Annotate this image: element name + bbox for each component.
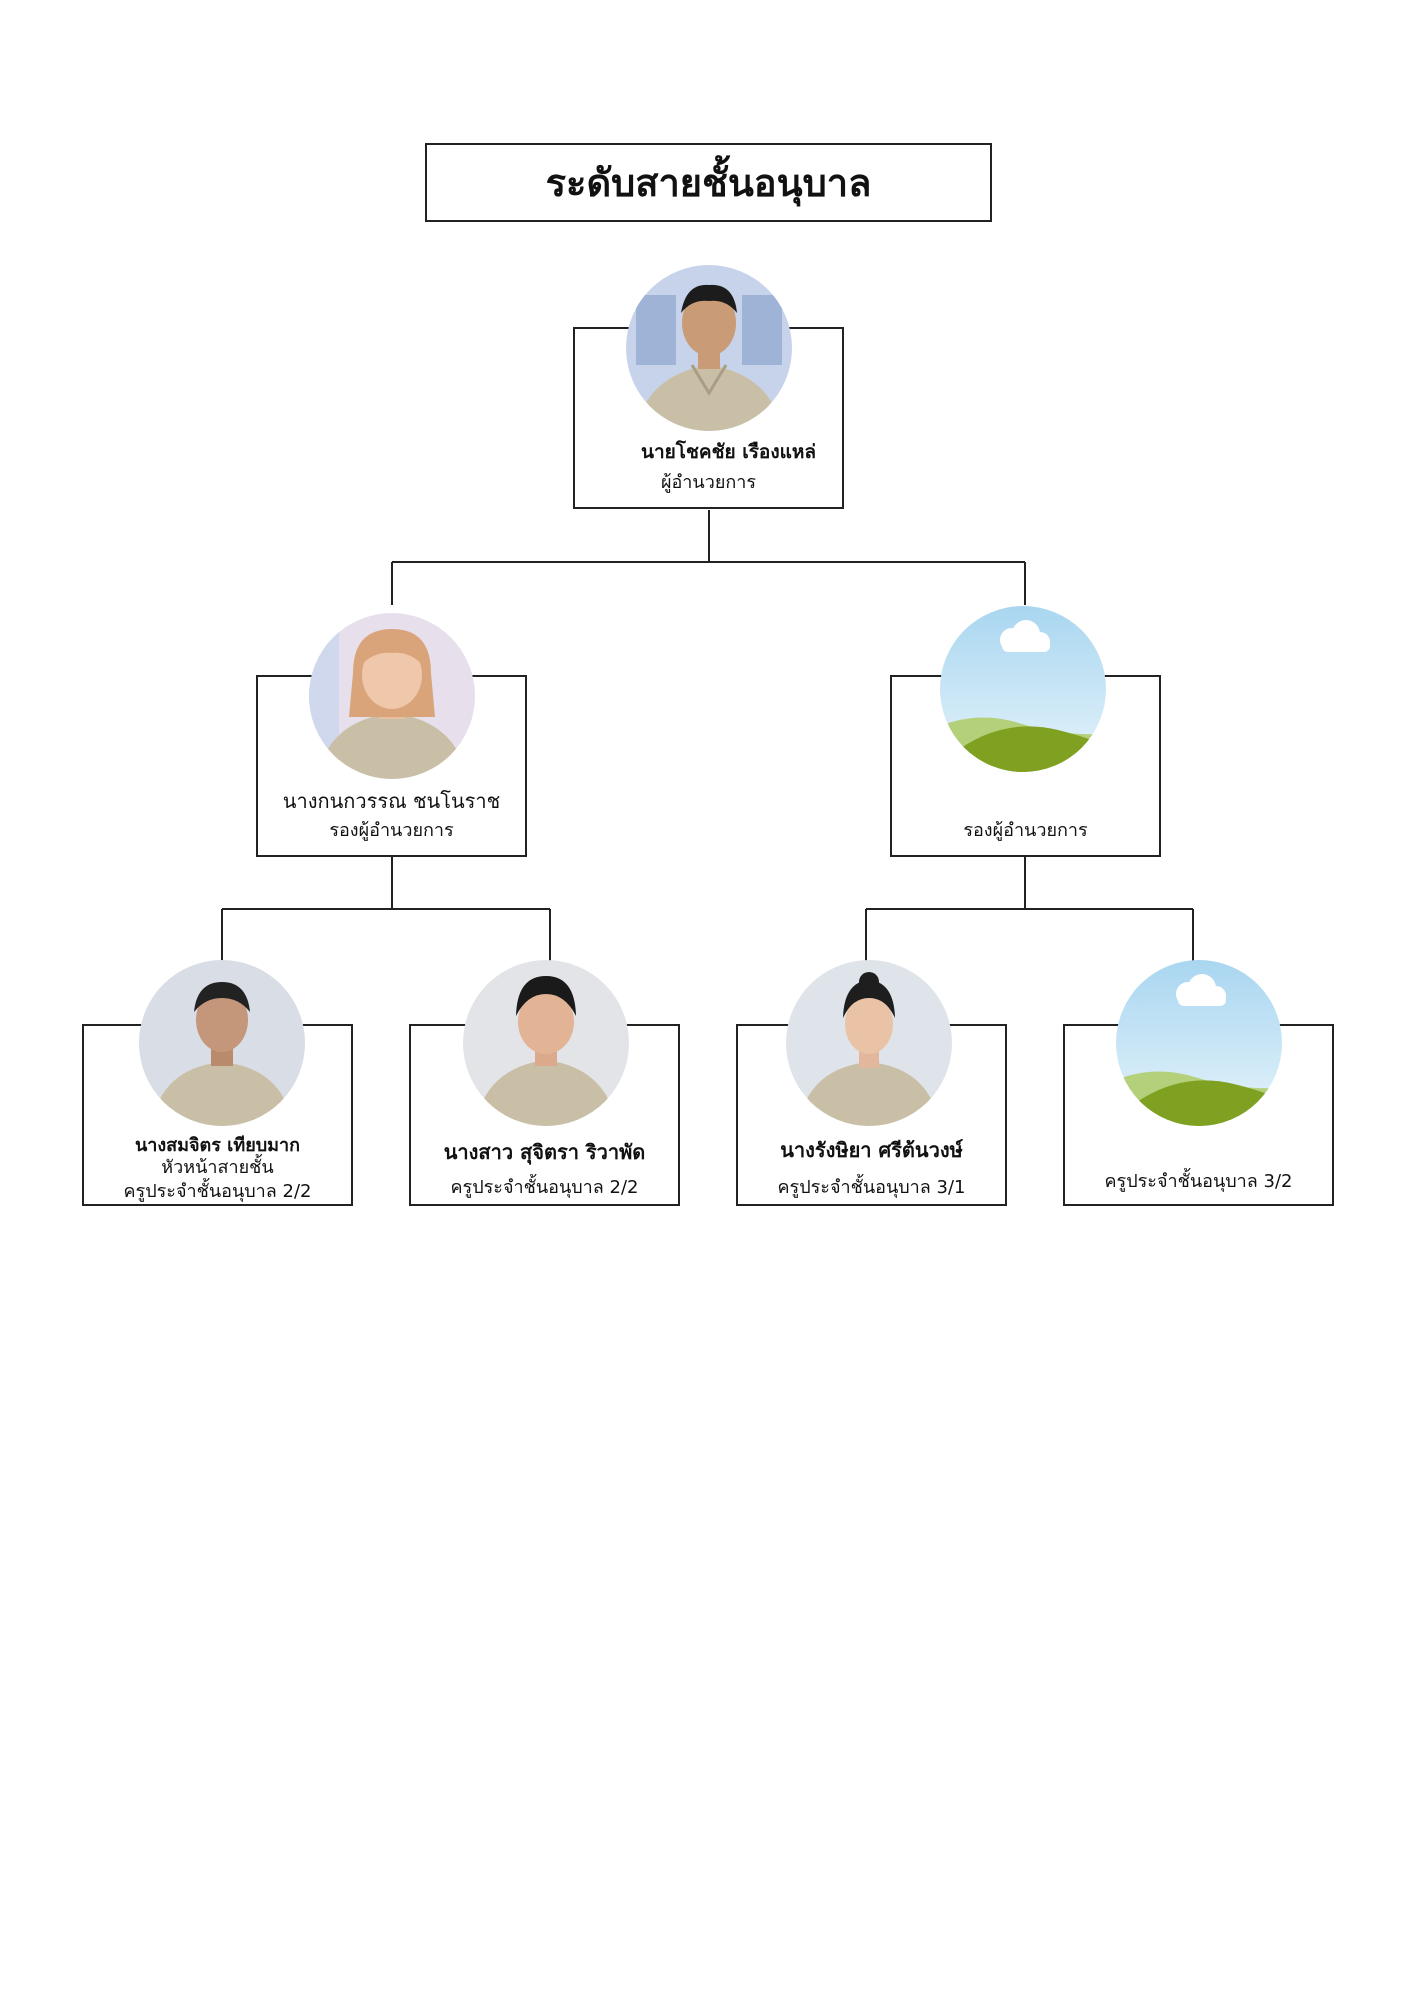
director-photo: [626, 265, 792, 431]
director-name: นายโชคชัย เรืองแหล่: [640, 441, 817, 463]
chart-title: ระดับสายชั้นอนุบาล: [425, 143, 992, 222]
teacher-4-class: ครูประจำชั้นอนุบาล 3/2: [1104, 1171, 1293, 1192]
teacher-3-class: ครูประจำชั้นอนุบาล 3/1: [777, 1177, 966, 1198]
deputy-left-photo: [309, 613, 475, 779]
teacher-4-placeholder-photo: [1116, 960, 1282, 1126]
teacher-1-name: นางสมจิตร เทียบมาก: [134, 1135, 301, 1156]
deputy-left-name: นางกนกวรรณ ชนโนราช: [282, 789, 501, 813]
teacher-2-class: ครูประจำชั้นอนุบาล 2/2: [450, 1177, 639, 1198]
teacher-3-photo: [786, 960, 952, 1126]
deputy-right-role: รองผู้อำนวยการ: [963, 820, 1088, 841]
teacher-2-photo: [463, 960, 629, 1126]
deputy-left-role: รองผู้อำนวยการ: [329, 820, 454, 841]
teacher-1-role: หัวหน้าสายชั้น: [161, 1157, 274, 1178]
deputy-right-placeholder-photo: [940, 606, 1106, 772]
director-role: ผู้อำนวยการ: [660, 472, 757, 493]
teacher-1-class: ครูประจำชั้นอนุบาล 2/2: [123, 1181, 312, 1202]
teacher-2-name: นางสาว สุจิตรา ริวาพัด: [443, 1140, 646, 1164]
teacher-3-name: นางรังษิยา ศรีต้นวงษ์: [780, 1138, 963, 1162]
teacher-1-photo: [139, 960, 305, 1126]
